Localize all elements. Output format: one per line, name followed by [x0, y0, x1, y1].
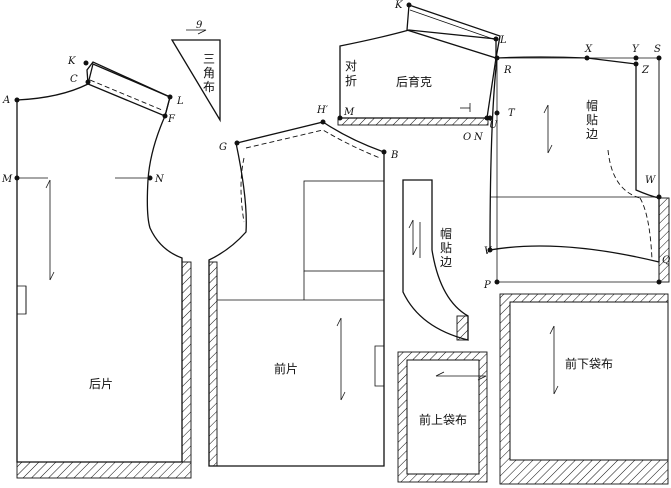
upper-pocket-name: 前上袋布 — [419, 412, 467, 427]
label-Y: Y — [632, 44, 640, 55]
point-labels: K C L A F M N G H′ B K L M O N R X Y S Z… — [1, 0, 670, 291]
label-L-back: L — [176, 96, 184, 107]
back-yoke-name: 后育克 — [396, 74, 432, 89]
hood-facing-large-name-3: 边 — [586, 127, 598, 141]
fold-label-2: 折 — [345, 73, 357, 88]
triangle-name-3: 布 — [203, 80, 215, 94]
hood-facing-small-name-3: 边 — [440, 255, 452, 269]
label-F: F — [167, 114, 176, 125]
hood-facing-small-name-2: 贴 — [440, 241, 452, 255]
label-N: N — [154, 174, 165, 185]
hood-facing-large — [489, 56, 670, 283]
piece-names: 后片 前片 后育克 对 折 三 角 布 帽 贴 边 帽 贴 边 前上袋布 前下袋… — [89, 52, 613, 427]
hood-facing-small-name-1: 帽 — [440, 226, 452, 241]
label-Z: Z — [641, 65, 650, 76]
label-M-back: M — [1, 174, 13, 185]
label-C: C — [70, 74, 78, 85]
label-A: A — [2, 95, 10, 106]
label-Q: Q — [662, 255, 670, 266]
hood-facing-large-name-2: 贴 — [586, 113, 598, 127]
label-V: V — [484, 246, 493, 257]
label-G: G — [219, 142, 227, 153]
label-K-yoke: K — [394, 0, 403, 11]
label-N-yoke: N — [473, 132, 484, 143]
front-piece-name: 前片 — [274, 361, 298, 376]
label-P: P — [483, 280, 491, 291]
triangle-name-2: 角 — [203, 66, 215, 80]
back-piece-name: 后片 — [89, 377, 113, 391]
label-B: B — [390, 150, 398, 161]
triangle-piece — [170, 29, 221, 123]
label-T: T — [508, 108, 516, 119]
upper-pocket-piece — [397, 351, 488, 483]
label-K-back: K — [67, 56, 76, 67]
back-yoke-piece — [337, 4, 501, 126]
back-piece — [16, 61, 192, 479]
label-L-yoke: L — [499, 35, 507, 46]
lower-pocket-piece — [499, 293, 669, 485]
label-R: R — [503, 65, 512, 76]
label-U: U — [489, 120, 498, 131]
label-X: X — [584, 44, 593, 55]
lower-pocket-name: 前下袋布 — [565, 356, 613, 371]
front-piece — [208, 121, 385, 467]
mark-nine: 9 — [196, 20, 203, 31]
construction-points — [14, 2, 662, 285]
label-H-prime: H′ — [316, 105, 329, 116]
label-M-yoke: M — [343, 107, 355, 118]
triangle-name-1: 三 — [203, 52, 215, 66]
label-O-yoke: O — [463, 132, 471, 143]
label-S: S — [654, 44, 661, 55]
label-W: W — [645, 175, 656, 186]
fold-label-1: 对 — [345, 59, 357, 73]
hood-facing-small — [402, 179, 469, 341]
hood-facing-large-name-1: 帽 — [586, 98, 598, 113]
